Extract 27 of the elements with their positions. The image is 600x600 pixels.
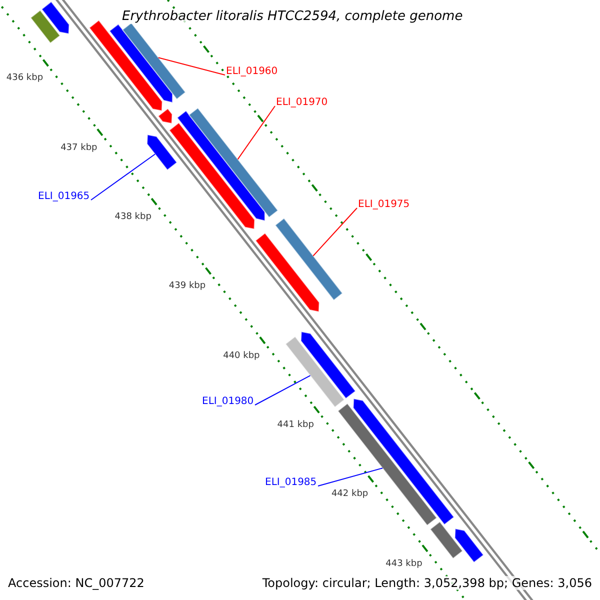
leader-line xyxy=(318,468,384,486)
title: Erythrobacter litoralis HTCC2594, complete genome xyxy=(122,9,463,24)
scale-label: 437 kbp xyxy=(60,142,98,153)
scale-label: 441 kbp xyxy=(277,420,314,430)
gene-label: ELI_01985 xyxy=(265,477,317,488)
scale-label: 442 kbp xyxy=(331,489,368,500)
gene-feature xyxy=(284,336,345,408)
gene-label: ELI_01980 xyxy=(202,396,254,407)
scale-label: 436 kbp xyxy=(6,73,44,84)
footer-text: Topology: circular; Length: 3,052,398 bp; Genes: 3,056 xyxy=(262,576,592,590)
gene-label: ELI_01965 xyxy=(38,191,90,202)
leader-line xyxy=(254,375,311,406)
scale-label: 440 kbp xyxy=(223,350,260,361)
gene-feature xyxy=(274,218,344,301)
leader-line xyxy=(237,106,276,160)
footer-text: Accession: NC_007722 xyxy=(8,576,144,590)
gene-label: ELI_01975 xyxy=(358,199,410,210)
gene-label: ELI_01970 xyxy=(276,97,328,108)
scale-label: 443 kbp xyxy=(386,558,422,569)
leader-line xyxy=(158,57,226,76)
scale-label: 438 kbp xyxy=(114,212,152,222)
gene-label: ELI_01960 xyxy=(226,66,278,77)
scale-label: 439 kbp xyxy=(168,281,206,292)
gene-feature xyxy=(122,22,186,100)
leader-line xyxy=(312,208,358,256)
leader-line xyxy=(90,154,156,200)
gene-feature xyxy=(188,107,278,218)
